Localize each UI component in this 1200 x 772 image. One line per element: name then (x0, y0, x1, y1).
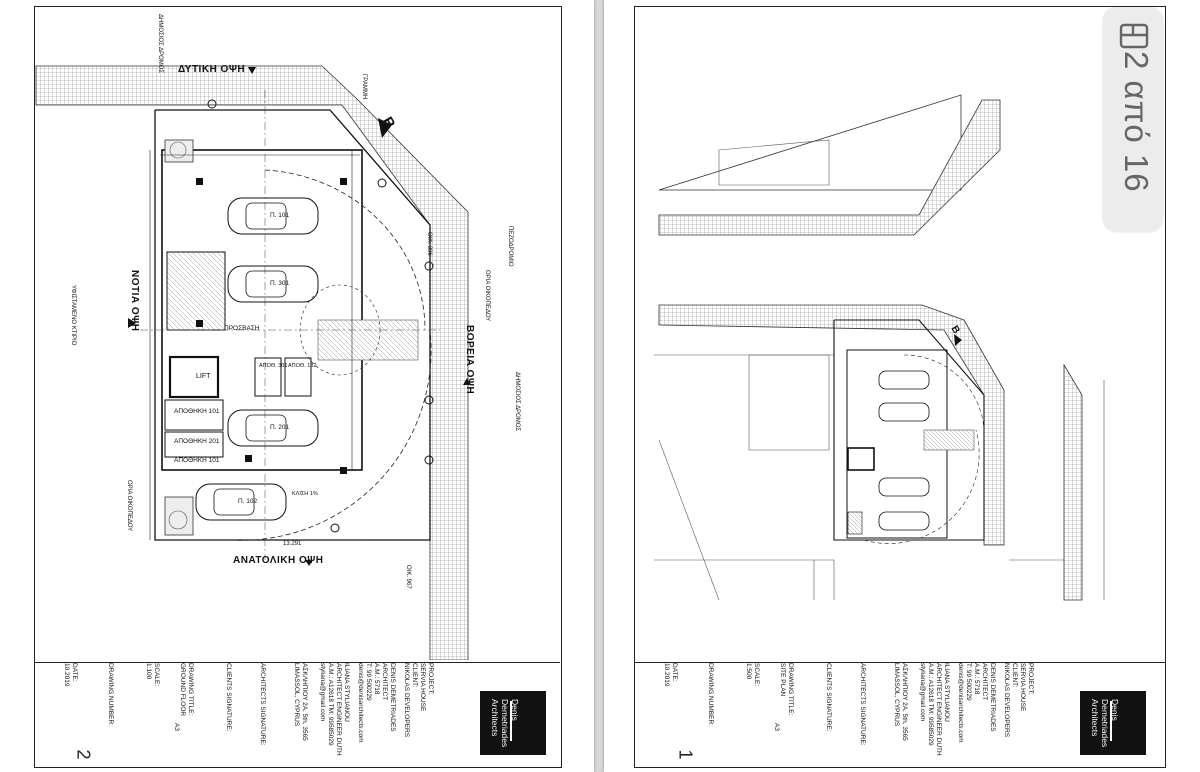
plot-number-label: ΟΙΚ. 967 (405, 565, 411, 589)
storage-101-label: ΑΠΟΘΗΚΗ 101 (174, 408, 220, 415)
storage-102-label: ΑΠΟΘ. 102 (288, 363, 317, 369)
tb-scale: SCALE: 1:100 (145, 663, 160, 687)
tb-date: DATE: 10.2019 (663, 663, 678, 687)
entrance-label: ΠΡΟΣΒΑΣΗ (224, 325, 260, 332)
tb-clients-signature: CLIENTS SIGNATURE: (225, 663, 232, 732)
tb-drawing-number: DRAWING NUMBER: (107, 663, 114, 726)
tb-drawing-title: DRAWING TITLE: GROUND FLOOR (179, 663, 194, 717)
site-plan (654, 94, 1105, 601)
tb-sheet-size: A3 (773, 723, 780, 731)
plot-boundary (154, 109, 431, 541)
tb-project: PROJECT: SERVIA HOUSE CLIENT: NIKOLAS DE… (1003, 663, 1034, 738)
storage-101b-label: ΑΠΟΘΗΚΗ 101 (174, 457, 220, 464)
storage-201-label: ΑΠΟΘΗΚΗ 201 (174, 438, 220, 445)
parking-p201-label: Π. 201 (270, 424, 290, 431)
paved-path-label: ΠΕΖΟΔΡΟΜΙΟ (507, 226, 513, 267)
ground-floor-plan (35, 65, 471, 660)
parking-p102-label: Π. 102 (238, 498, 258, 505)
tb-engineer: DENIS DEMETRIADES ARCHITECT Α.Μ.: 5718 T… (357, 663, 396, 743)
tb-address: ΑΣΚΛΗΠΙΟΥ 2Α, 5th, 3565 LIMASSOL, CYPRUS (293, 663, 308, 741)
ramp-slope-label: ΚΛΙΣΗ 1% (292, 491, 318, 497)
municipal-road-label: ΔΗΜΟΣΙΟΣ ΔΡΟΜΟΣ (157, 14, 163, 74)
sheet-border (34, 6, 562, 768)
title-block: DATE: 10.2019 DRAWING NUMBER: SCALE: 1:1… (34, 662, 560, 763)
west-view-label: ΔΥΤΙΚΗ ΟΨΗ (178, 64, 246, 75)
car-p201 (227, 409, 319, 447)
street-widening-label: ΓΡΑΜΜΗ (361, 74, 367, 100)
tb-architects-signature: ARCHITECTS SIGNATURE: (859, 663, 866, 746)
tb-date: DATE: 10.2019 (63, 663, 78, 687)
north-view-label: ΒΟΡΕΙΑ ΟΨΗ (464, 325, 475, 395)
document-page-1: Β DATE: 10.2019 DRAWING NUMBER: SCALE: 1… (604, 0, 1200, 772)
plot-number-top-label: ΟΙΚ. 396 (426, 232, 432, 256)
south-view-label: ΝΟΤΙΑ ΟΨΗ (129, 270, 140, 332)
tb-drawing-title: DRAWING TITLE: SITE PLAN (779, 663, 794, 716)
tb-civil: ILIANA STYLIANOU ARCHITECT ENGINEER DUTH… (319, 663, 350, 756)
page-indicator: 2 από 16 (1103, 7, 1163, 232)
car-p101 (227, 197, 319, 235)
tb-architects-signature: ARCHITECTS SIGNATURE: (259, 663, 266, 746)
tb-address: ΑΣΚΛΗΠΙΟΥ 2Α, 5th, 3565 LIMASSOL, CYPRUS (893, 663, 908, 741)
title-block: DATE: 10.2019 DRAWING NUMBER: SCALE: 1:5… (634, 662, 1166, 763)
parking-p101-label: Π. 101 (270, 212, 290, 219)
car-p102 (195, 483, 287, 521)
architect-logo: Denis Demetriades Architects (1080, 691, 1146, 755)
tb-engineer: DENIS DEMETRIADES ARCHITECT Α.Μ.: 5718 T… (957, 663, 996, 743)
municipal-road-right-label: ΔΗΜΟΣΙΟΣ ΔΡΟΜΟΣ (514, 372, 520, 432)
plot-fence-label: ΟΡΙΑ ΟΙΚΟΠΕΔΟΥ (126, 480, 132, 532)
page-indicator-text: 2 από 16 (1118, 51, 1155, 193)
parking-p301-label: Π. 301 (270, 280, 290, 287)
tb-clients-signature: CLIENTS SIGNATURE: (825, 663, 832, 732)
storage-301-label: ΑΠΟΘ. 301 (259, 363, 288, 369)
book-pages-icon (1119, 23, 1149, 54)
tb-scale: SCALE: 1:500 (745, 663, 760, 687)
tb-sheet-size: A3 (173, 723, 180, 731)
road-hatch-top (35, 65, 469, 660)
tb-civil: ILIANA STYLIANOU ARCHITECT ENGINEER DUTH… (919, 663, 950, 756)
document-page-2: ΔΥΤΙΚΗ ΟΨΗ ΝΟΤΙΑ ΟΨΗ ΒΟΡΕΙΑ ΟΨΗ ΑΝΑΤΟΛΙΚ… (0, 0, 594, 772)
tb-project: PROJECT: SERVIA HOUSE CLIENT: NIKOLAS DE… (403, 663, 434, 738)
staircase (166, 251, 226, 331)
sheet-border (634, 6, 1166, 768)
tb-drawing-number: DRAWING NUMBER: (707, 663, 714, 726)
car-p301 (227, 265, 319, 303)
lift-label: LIFT (196, 373, 211, 380)
page-number: 2 (73, 749, 94, 760)
building-line-label: ΟΡΙΑ ΟΙΚΟΠΕΔΟΥ (484, 270, 490, 322)
east-view-label: ΑΝΑΤΟΛΙΚΗ ΟΨΗ (233, 555, 324, 566)
existing-building-label: ΥΦΙΣΤΑΜΕΝΟ ΚΤΙΡΙΟ (70, 285, 76, 346)
building-outline (161, 149, 363, 471)
architect-logo: Denis Demetriades Architects (480, 691, 546, 755)
bottom-dimension-label: 13.291 (283, 541, 302, 547)
page-number: 1 (675, 749, 696, 760)
